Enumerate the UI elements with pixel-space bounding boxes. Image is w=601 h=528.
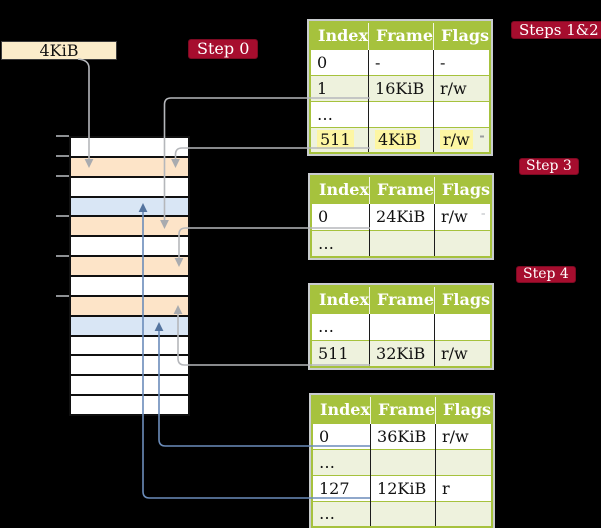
address-tick: [56, 295, 69, 297]
table-row: 511 32KiB r/w: [311, 339, 492, 367]
page-table-steps-1-2: Index Frame Flags 0 - - 1 16KiB r/w … 51…: [309, 21, 492, 154]
column-header-frame: Frame: [370, 396, 437, 423]
address-tick: [56, 155, 69, 157]
column-header-flags: Flags: [433, 22, 491, 49]
badge-steps-1-2: Steps 1&2: [511, 21, 601, 39]
column-header-index: Index: [310, 22, 370, 49]
memory-row: [71, 396, 188, 415]
page-table-step-4: Index Frame Flags … 511 32KiB r/w: [310, 285, 493, 368]
table-row: …: [312, 448, 493, 475]
column-header-index: Index: [311, 286, 371, 313]
badge-step-3: Step 3: [519, 158, 579, 175]
table-row-highlighted: 511 4KiB r/w: [310, 126, 491, 153]
highlighted-value: 511: [317, 130, 354, 150]
memory-row: [71, 197, 188, 218]
column-header-frame: Frame: [368, 22, 435, 49]
address-tick: [56, 135, 69, 137]
column-header-index: Index: [312, 396, 372, 423]
badge-step-0: Step 0: [188, 39, 259, 59]
address-tick: [56, 175, 69, 177]
table-header-row: Index Frame Flags: [310, 22, 491, 49]
memory-row: [71, 257, 188, 278]
table-row: 0 - -: [310, 48, 491, 75]
memory-row: [71, 217, 188, 238]
table-row: 0 24KiB r/w: [311, 202, 492, 230]
table-row: …: [310, 100, 491, 127]
highlighted-value: 4KiB: [375, 130, 421, 150]
memory-row: [71, 177, 188, 198]
page-table-step-3: Index Frame Flags 0 24KiB r/w …: [310, 175, 493, 258]
memory-row: [71, 296, 188, 317]
memory-row: [71, 277, 188, 297]
table-row: …: [311, 229, 492, 257]
table-header-row: Index Frame Flags: [311, 286, 492, 313]
memory-row: [71, 376, 188, 397]
table-row: …: [312, 500, 493, 527]
column-header-frame: Frame: [369, 176, 436, 203]
column-header-index: Index: [311, 176, 371, 203]
table-row: 127 12KiB r: [312, 474, 493, 501]
badge-step-4: Step 4: [516, 266, 576, 283]
memory-row: [71, 336, 188, 357]
page-table-level1: Index Frame Flags 0 36KiB r/w … 127 12Ki…: [311, 395, 494, 528]
column-header-flags: Flags: [434, 176, 492, 203]
memory-row: [71, 157, 188, 178]
table-row: …: [311, 312, 492, 340]
frame-size-box: 4KiB: [1, 41, 117, 60]
memory-row: [71, 138, 188, 158]
column-header-flags: Flags: [434, 286, 492, 313]
address-tick: [56, 215, 69, 217]
memory-row: [71, 237, 188, 258]
column-header-flags: Flags: [435, 396, 493, 423]
table-row: 0 36KiB r/w: [312, 422, 493, 449]
column-header-frame: Frame: [369, 286, 436, 313]
physical-memory-stack: [69, 136, 190, 416]
table-row: 1 16KiB r/w: [310, 74, 491, 101]
memory-row: [71, 316, 188, 337]
address-tick: [56, 255, 69, 257]
table-header-row: Index Frame Flags: [311, 176, 492, 203]
table-header-row: Index Frame Flags: [312, 396, 493, 423]
memory-row: [71, 356, 188, 377]
highlighted-value: r/w: [440, 130, 473, 150]
